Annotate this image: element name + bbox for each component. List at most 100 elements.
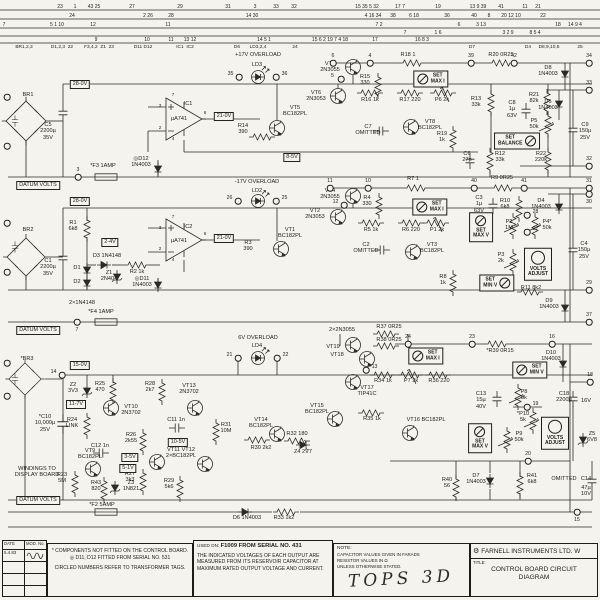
bus-number: 6 — [457, 22, 461, 28]
bus-number: 21 — [535, 4, 541, 10]
label-z3: Z3 1N821 — [122, 480, 140, 493]
mod-table-header-modno: MOD. No. — [26, 541, 45, 546]
terminal-number-20: 20 — [525, 450, 531, 457]
label-r12: R12 33k — [494, 151, 506, 164]
label-c6: C6 27p — [462, 151, 472, 164]
terminal-number-26: 26 — [226, 195, 233, 201]
terminal-number-42: 42 — [511, 52, 517, 59]
bus-component-ref: D1,2,3 22 — [50, 44, 74, 50]
label-d4: D4 1N4003 — [531, 198, 551, 211]
terminal-number-14: 14 — [50, 369, 57, 375]
bus-number: 1 6 — [434, 30, 442, 36]
bus-number: 31 — [225, 4, 231, 10]
terminal-number-32: 32 — [586, 155, 592, 162]
terminal-14 — [58, 371, 66, 379]
label-p9: P9 50k — [514, 431, 524, 444]
adjust-box-label: VOLTS ADJUST — [544, 434, 566, 446]
bus-number: 17 — [372, 37, 378, 43]
label-2: 2 — [158, 246, 162, 251]
bus-number: 24 — [69, 13, 75, 19]
bus-number: 11 — [522, 4, 528, 10]
values-note-box: NOTE: CAPACITOR VALUES GIVEN IN FARADS R… — [333, 543, 470, 597]
label-d12: ◎D12 1N4003 — [131, 156, 151, 169]
terminal-number-4: 4 — [368, 52, 372, 59]
label-r37: R37 0R25 — [376, 324, 402, 330]
label-vt13: VT13 2N3702 — [179, 383, 199, 396]
label-f3: *F3 1AMP — [90, 163, 116, 169]
label-vt3: VT3 BC182PL — [420, 242, 444, 255]
terminal-6 — [329, 59, 337, 67]
label-datum: DATUM VOLTS — [16, 326, 60, 335]
label-r32: R32 180 — [286, 431, 308, 437]
label-r19: R19 1k — [436, 131, 448, 144]
adjust-box-label: VOLTS ADJUST — [527, 265, 549, 277]
label-15-0v: 15-0V — [69, 361, 91, 370]
label-p8: P8 5k — [520, 389, 528, 402]
terminal-7 — [73, 318, 81, 326]
adjust-box-set-max-i: SET MAX I — [408, 347, 444, 365]
bus-component-ref: D6 — [233, 44, 241, 50]
bus-number: 17 7 — [395, 4, 405, 10]
label-z2: Z2 3V3 — [68, 382, 78, 395]
terminal-39 — [467, 59, 475, 67]
terminal-number-41: 41 — [521, 177, 527, 184]
terminal-10 — [364, 184, 372, 192]
terminal-number-31: 31 — [586, 177, 592, 184]
terminal-29 — [585, 286, 593, 294]
note-components: * COMPONENTS NOT FITTED ON THE CONTROL B… — [51, 548, 189, 554]
label-r22: R22 220k — [534, 151, 548, 164]
bus-number: 43 25 — [87, 4, 101, 10]
farnell-logo-icon: ⚙ — [473, 548, 480, 555]
label-d5: D5 1N4003 — [538, 99, 558, 112]
label-p6: P6 2k — [434, 97, 450, 103]
adjust-box-label: SET MAX I — [429, 200, 444, 212]
bus-number: 14 9 4 — [568, 22, 582, 28]
label-6: 6 — [203, 110, 207, 115]
terminal-number-25: 25 — [281, 195, 288, 201]
label-vt16: VT16 BC182PL — [406, 417, 446, 423]
terminal-number-28: 28 — [532, 209, 539, 215]
terminal-34 — [585, 59, 593, 67]
label-r41: R41 6k8 — [526, 473, 538, 486]
label-p1: P1 2k — [429, 227, 445, 233]
screwdriver-adjust-icon — [412, 350, 424, 362]
bus-component-ref: LD3,2,4 — [249, 44, 267, 50]
adjust-box-label: SET MIN V — [529, 363, 544, 375]
bus-number: 22 — [540, 13, 546, 19]
screwdriver-adjust-icon — [417, 73, 429, 85]
label-c11: C11 1n — [167, 417, 185, 423]
bus-number: 14 30 — [245, 13, 259, 19]
voltages-note: THE INDICATED VOLTAGES OF EACH OUTPUT AR… — [197, 552, 324, 572]
note-d11-d12: ◎ D11, D12 FITTED FROM SERIAL NO. 531 — [69, 554, 171, 561]
label-p4: P4* 50k — [542, 219, 552, 232]
bus-number: 6 18 — [409, 13, 419, 19]
bus-component-ref: D7 — [468, 44, 476, 50]
label-windings: WINDINGS TO DISPLAY BOARD — [14, 466, 60, 479]
terminal-16 — [548, 340, 556, 348]
label-p2: P2 1M — [505, 219, 513, 232]
label-br3: *BR3 — [20, 356, 34, 362]
label-r21: R21 82k — [528, 92, 540, 105]
terminal-21 — [234, 354, 242, 362]
label-vt5: VT5 BC182PL — [283, 105, 307, 118]
adjust-box-label: SET MIN V — [483, 276, 498, 288]
label-z5: Z5 6V8 — [587, 431, 597, 444]
label-r35: R35 1k — [363, 416, 381, 422]
label-r25: R25 470 — [94, 381, 106, 394]
terminal-number-10: 10 — [365, 177, 371, 184]
label-r20: R20 0R25 — [488, 52, 514, 58]
adjust-box-label: SET MAX V — [472, 437, 488, 450]
label-c14: C14 — [580, 476, 592, 482]
label-vt11: VT11 VT12 2×BC182PL — [165, 447, 197, 460]
label-r29: R29 5k6 — [163, 478, 175, 491]
bus-number: 27 — [129, 4, 135, 10]
screwdriver-adjust-icon — [416, 201, 428, 213]
label-c8: C8 1µ 63V — [507, 100, 517, 119]
terminal-33 — [585, 86, 593, 94]
label-r43: R43 820 — [90, 480, 102, 493]
mod-date-entry: 5.4.83 — [3, 550, 25, 561]
adjust-box-volts-adjust: VOLTS ADJUST — [523, 247, 553, 281]
adjust-box-label: SET BALANCE — [498, 134, 523, 146]
terminal-number-16: 16 — [549, 333, 555, 340]
